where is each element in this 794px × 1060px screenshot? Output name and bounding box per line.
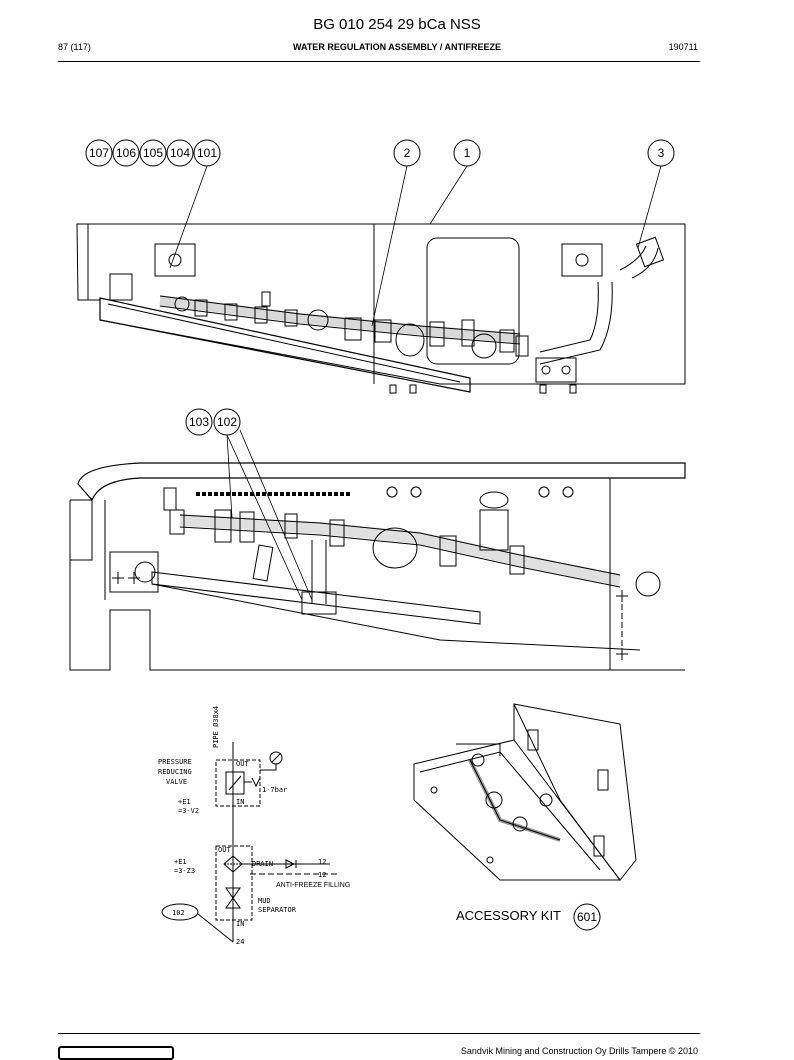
bottom-number: 24 (236, 938, 244, 946)
callout-1: 1 (453, 139, 481, 167)
out-label-2: OUT (218, 846, 231, 854)
drain-number: 12 (318, 858, 326, 866)
mud-label: MUD (258, 897, 271, 905)
separator-label: SEPARATOR (258, 906, 297, 914)
callout-106-label: 106 (116, 146, 136, 160)
header-rule (58, 61, 700, 62)
footer-rule (58, 1033, 700, 1034)
valve-label: VALVE (166, 778, 187, 786)
pressure-label: PRESSURE (158, 758, 192, 766)
callout-105: 105 (139, 139, 167, 167)
pipe-label: PIPE Ø38x4 (212, 706, 220, 748)
e1-label-b: +E1 (174, 858, 187, 866)
callout-101-label: 101 (197, 146, 217, 160)
middle-assembly-drawing (69, 462, 686, 671)
callout-2: 2 (393, 139, 421, 167)
antifreeze-label: ANTI-FREEZE FILLING (276, 882, 350, 889)
accessory-kit-callout: 601 (573, 903, 601, 931)
e1-ref-a: =3-V2 (178, 807, 199, 815)
middle-leader-lines (226, 429, 313, 601)
company-logo (58, 1046, 174, 1060)
callout-104: 104 (166, 139, 194, 167)
callout-105-label: 105 (143, 146, 163, 160)
drain-label: DRAIN (252, 860, 273, 868)
in-label-1: IN (236, 798, 244, 806)
hydraulic-schematic (161, 742, 340, 943)
schematic-labels: PIPE Ø38x4 PRESSURE REDUCING VALVE OUT I… (158, 706, 350, 946)
top-leader-lines (169, 165, 662, 327)
top-assembly-drawing (76, 223, 686, 394)
reducing-label: REDUCING (158, 768, 192, 776)
callout-103-label: 103 (189, 415, 209, 429)
footer-copyright: Sandvik Mining and Construction Oy Drill… (460, 1046, 698, 1056)
callout-3-label: 3 (658, 146, 665, 160)
callout-2-label: 2 (404, 146, 411, 160)
range-label: 1-7bar (262, 786, 287, 794)
accessory-kit-number: 601 (577, 910, 597, 924)
callout-104-label: 104 (170, 146, 190, 160)
section-title: WATER REGULATION ASSEMBLY / ANTIFREEZE (292, 42, 501, 52)
antifreeze-number: 12 (318, 871, 326, 879)
e1-label-a: +E1 (178, 798, 191, 806)
callout-107: 107 (85, 139, 113, 167)
callout-102: 102 (213, 408, 241, 436)
callout-103: 103 (185, 408, 213, 436)
document-title: BG 010 254 29 bCa NSS (313, 16, 481, 33)
tag-102-label: 102 (172, 909, 185, 917)
callout-107-label: 107 (89, 146, 109, 160)
in-label-2: IN (236, 920, 244, 928)
accessory-kit-label: ACCESSORY KIT (456, 908, 561, 923)
callout-3: 3 (647, 139, 675, 167)
callout-106: 106 (112, 139, 140, 167)
out-label-1: OUT (236, 760, 249, 768)
top-callouts: 107 106 105 104 101 2 1 3 (85, 139, 675, 327)
accessory-kit-drawing (413, 703, 637, 881)
callout-101: 101 (193, 139, 221, 167)
middle-callouts: 103 102 (185, 408, 313, 601)
e1-ref-b: =3-Z3 (174, 867, 195, 875)
callout-1-label: 1 (464, 146, 471, 160)
callout-102-label: 102 (217, 415, 237, 429)
date-code: 190711 (668, 42, 698, 52)
page-number: 87 (117) (58, 42, 91, 52)
